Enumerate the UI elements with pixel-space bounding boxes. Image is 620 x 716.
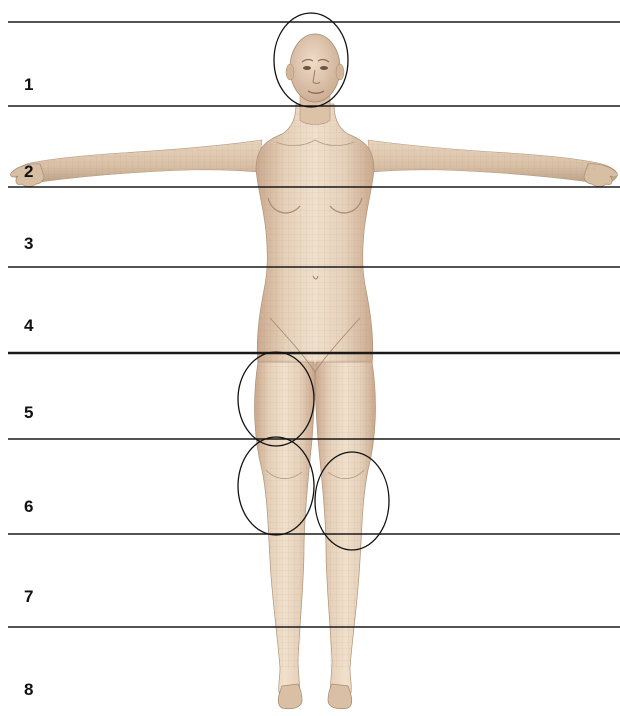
left-ear <box>286 64 294 80</box>
band-label-3: 3 <box>24 235 33 252</box>
band-label-8: 8 <box>24 681 33 698</box>
mesh-overlay <box>255 104 376 668</box>
left-foot <box>278 684 302 709</box>
band-label-2: 2 <box>24 163 33 180</box>
band-label-4: 4 <box>24 317 33 334</box>
band-label-1: 1 <box>24 76 33 93</box>
band-label-6: 6 <box>24 498 33 515</box>
left-eye <box>303 66 311 70</box>
band-label-7: 7 <box>24 588 33 605</box>
right-foot <box>328 684 352 709</box>
body-figure <box>11 34 618 709</box>
head <box>290 34 340 102</box>
right-ear <box>336 64 344 80</box>
right-eye <box>320 66 328 70</box>
band-label-5: 5 <box>24 404 33 421</box>
